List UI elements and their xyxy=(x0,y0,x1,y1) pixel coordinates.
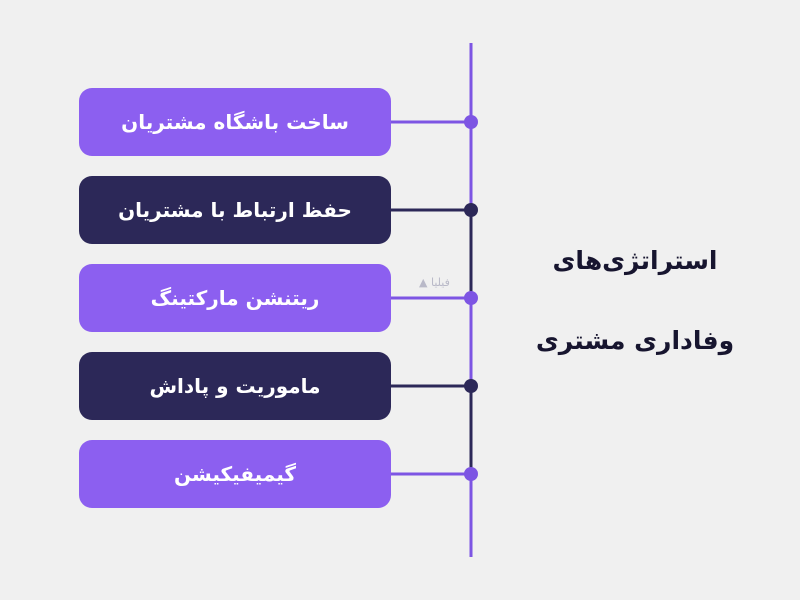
logo-icon: ▲ xyxy=(419,276,428,289)
connector-dot xyxy=(464,203,478,217)
strategy-box-mission-reward: ماموریت و پاداش xyxy=(79,352,391,420)
watermark-logo: فیلیا ▲ xyxy=(419,276,450,289)
connector-dot xyxy=(464,291,478,305)
strategy-box-customer-club: ساخت باشگاه مشتریان xyxy=(79,88,391,156)
connector-dot xyxy=(464,115,478,129)
strategy-box-gamification: گیمیفیکیشن xyxy=(79,440,391,508)
watermark-text: فیلیا xyxy=(430,276,450,289)
connector-dot xyxy=(464,379,478,393)
connector-dot xyxy=(464,467,478,481)
strategy-box-customer-relationship: حفظ ارتباط با مشتریان xyxy=(79,176,391,244)
title-line-2: وفاداری مشتری xyxy=(535,326,735,355)
title-line-1: استراتژی‌های xyxy=(552,246,718,275)
strategy-box-retention-marketing: ریتنشن مارکتینگ xyxy=(79,264,391,332)
